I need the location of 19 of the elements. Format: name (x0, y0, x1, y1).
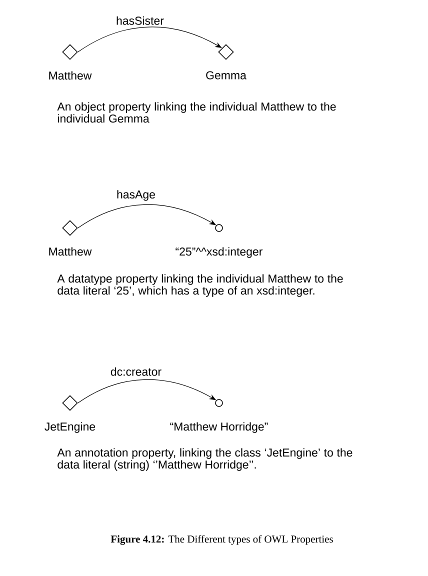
figure-caption: Figure 4.12: The Different types of OWL Properties (110, 535, 333, 545)
node-label: Gemma (206, 71, 246, 80)
node-label: Matthew (49, 247, 92, 256)
circle-symbol (215, 224, 223, 232)
description-text: An annotation property, linking the class ‘JetEngine’ to the data literal (string) ‘’Matthew Horridge’’. (57, 448, 352, 471)
description-text: A datatype property linking the individual Matthew to the data literal ‘25’, which has a type of an xsd:integer. (57, 274, 343, 297)
node-label: “25”^^xsd:integer (176, 247, 263, 258)
description-text: An object property linking the individual Matthew to the individual Gemma (57, 102, 336, 123)
node-label: Matthew (49, 71, 92, 80)
edge-label: hasAge (117, 190, 155, 201)
node-label: “Matthew Horridge” (170, 422, 268, 433)
diamond-symbol (218, 44, 234, 60)
diamond-symbol (62, 220, 78, 236)
diamond-symbol (62, 395, 78, 411)
circle-symbol (215, 399, 223, 407)
edge-label: dc:creator (110, 367, 162, 376)
edge-label: hasSister (116, 16, 164, 25)
diamond-symbol (62, 44, 78, 60)
node-label: JetEngine (44, 422, 96, 433)
